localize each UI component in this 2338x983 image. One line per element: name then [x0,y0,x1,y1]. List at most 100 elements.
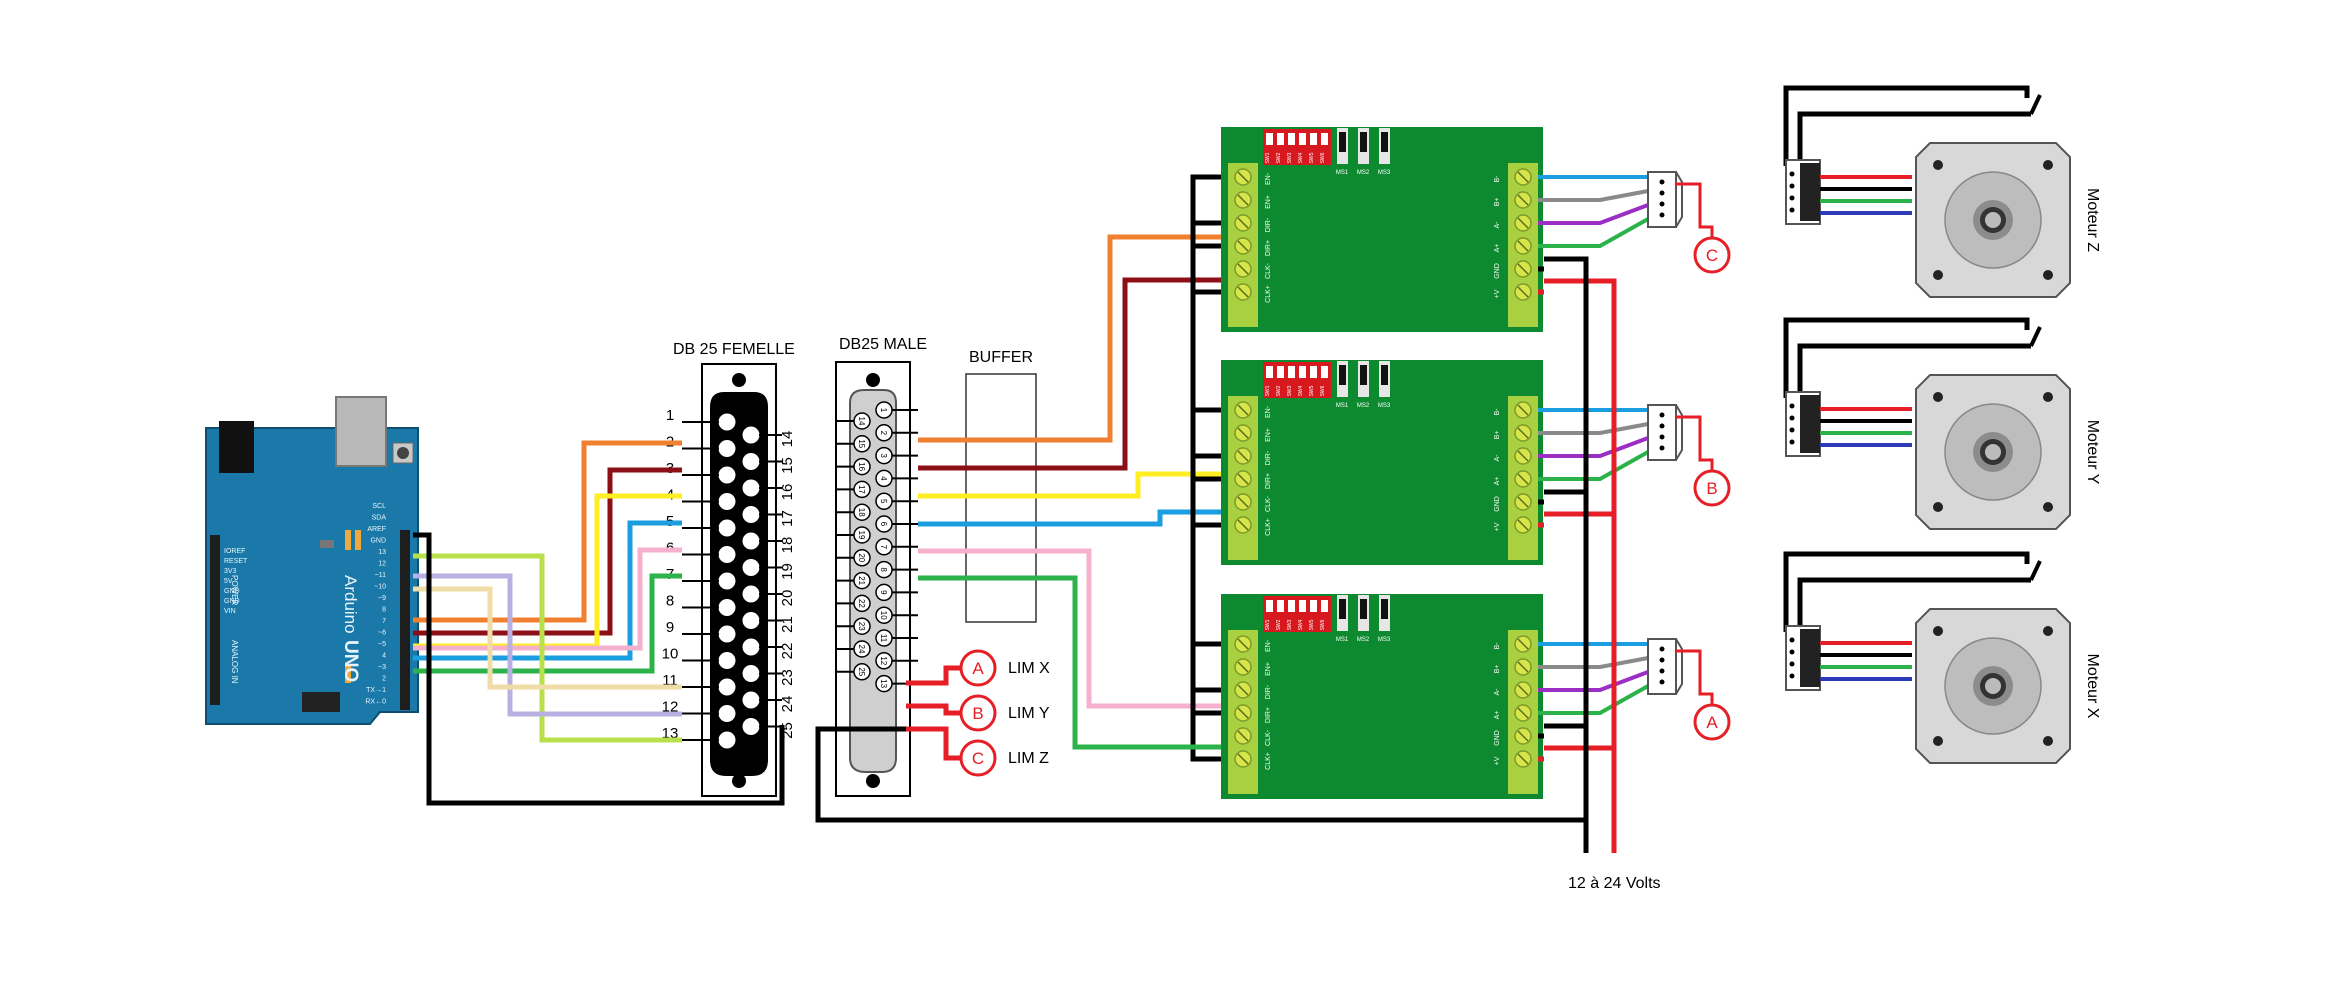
wire [413,532,785,806]
connector-pin [1659,423,1665,429]
screw-slot [1237,240,1249,252]
arduino-pin-label: ~11 [375,572,386,579]
motor-lead-wire [1538,217,1649,248]
driver-terminal-label: B+ [1494,431,1501,440]
male-pin-number: 8 [879,567,888,572]
marker-a-lim-text: A [972,659,984,678]
female-pin-number: 9 [666,619,674,636]
driver-terminal-label: B- [1494,642,1501,650]
wire [918,548,1221,709]
dip-switch-lever [1266,600,1273,612]
dip-switch-icon [1263,362,1331,398]
arduino-pin-label: ~10 [374,584,386,591]
wire [413,573,682,674]
ms-jumper-cap [1381,365,1388,385]
ms-label: MS2 [1357,637,1370,643]
screw-slot [1517,171,1529,183]
female-pin-hole [718,493,736,510]
dip-switch-label: SW4 [1298,619,1304,630]
enable-bus-wire [1190,407,1221,528]
connector-pin [1789,439,1795,445]
motor-mount-hole [1933,160,1943,170]
arduino-power-label: POWER [230,575,239,605]
connector-pin [1659,657,1665,663]
dip-switch-lever [1277,133,1284,145]
screw-slot [1237,661,1249,673]
driver-terminal-label: A+ [1494,477,1501,486]
dip-switch-label: SW4 [1298,152,1304,163]
limit-wire [1676,415,1714,470]
female-pin-number: 22 [779,643,796,660]
male-pin-number: 10 [879,611,888,620]
driver-terminal-label: EN- [1265,172,1272,185]
connector-pin [1789,403,1795,409]
driver-terminal-label: A- [1494,688,1501,696]
driver-terminal-label: A- [1494,221,1501,229]
motor-mount-hole [2043,626,2053,636]
driver-terminal-label: +V [1494,522,1501,531]
dip-switch-icon [1263,596,1331,632]
arduino-pin-label: 4 [382,653,386,660]
driver-terminal-label: A+ [1494,244,1501,253]
screw-slot [1517,473,1529,485]
male-pin-number: 15 [857,439,866,448]
driver-terminal-label: +V [1494,289,1501,298]
driver-terminal-label: B+ [1494,665,1501,674]
dip-switch-label: SW6 [1320,152,1326,163]
screw-slot [1237,286,1249,298]
motor-label: Moteur Y [2084,420,2101,485]
screw-slot [1237,171,1249,183]
male-pin-number: 9 [879,590,888,595]
switch-wire [1783,317,2030,398]
wire [918,234,1221,443]
female-pin-number: 14 [779,431,796,448]
arduino-power-pin-label: VIN [224,608,236,615]
wire [918,575,1221,750]
ms-label: MS3 [1378,637,1391,643]
arduino-pin-label: ~6 [378,630,386,637]
arduino-power-pin-label: GND [224,588,240,595]
motor-mount-hole [1933,736,1943,746]
stepper-motor-icon: Moteur Z [1783,85,2101,298]
screw-slot [1517,217,1529,229]
male-pin-number: 11 [879,634,888,643]
screw-slot [1517,684,1529,696]
female-pin-hole [718,440,736,457]
male-pin-number: 12 [879,656,888,665]
screw-slot [1517,263,1529,275]
connector-pin [1659,412,1665,418]
connector-body [1800,395,1820,453]
arduino-pin-label: 2 [382,676,386,683]
screw-slot [1517,496,1529,508]
motor-shaft-center [1985,444,2001,460]
connector-outline [1648,638,1683,695]
driver-terminal-label: DIR- [1265,217,1272,232]
dip-switch-lever [1266,366,1273,378]
ms-label: MS2 [1357,403,1370,409]
male-pin-number: 22 [857,599,866,608]
motor-mount-hole [2043,736,2053,746]
switch-wire [1783,85,2030,166]
connector-pin [1789,427,1795,433]
screw-slot [1237,263,1249,275]
connector-pin [1789,673,1795,679]
driver-terminal-label: DIR+ [1265,473,1272,489]
db25-female-connector: 1234567891011121314151617181920212223242… [662,363,796,797]
connector-outline [1648,404,1683,461]
marker-c-lim [959,739,997,777]
connector-pin [1789,171,1795,177]
wire [918,471,1221,499]
screw-slot [1237,217,1249,229]
driver-terminal-label: A- [1494,454,1501,462]
screw-slot [1517,194,1529,206]
motor-mount-hole [2043,502,2053,512]
arduino-pin-label: SDA [372,515,387,522]
driver-terminal-label: EN+ [1265,428,1272,442]
driver-terminal-label: EN- [1265,639,1272,652]
female-pin-hole [742,559,760,576]
driver-terminal-label: GND [1494,496,1501,512]
connector-pin [1659,201,1665,207]
screw-slot [1237,450,1249,462]
arduino-power-pin-label: 5V [224,578,233,585]
